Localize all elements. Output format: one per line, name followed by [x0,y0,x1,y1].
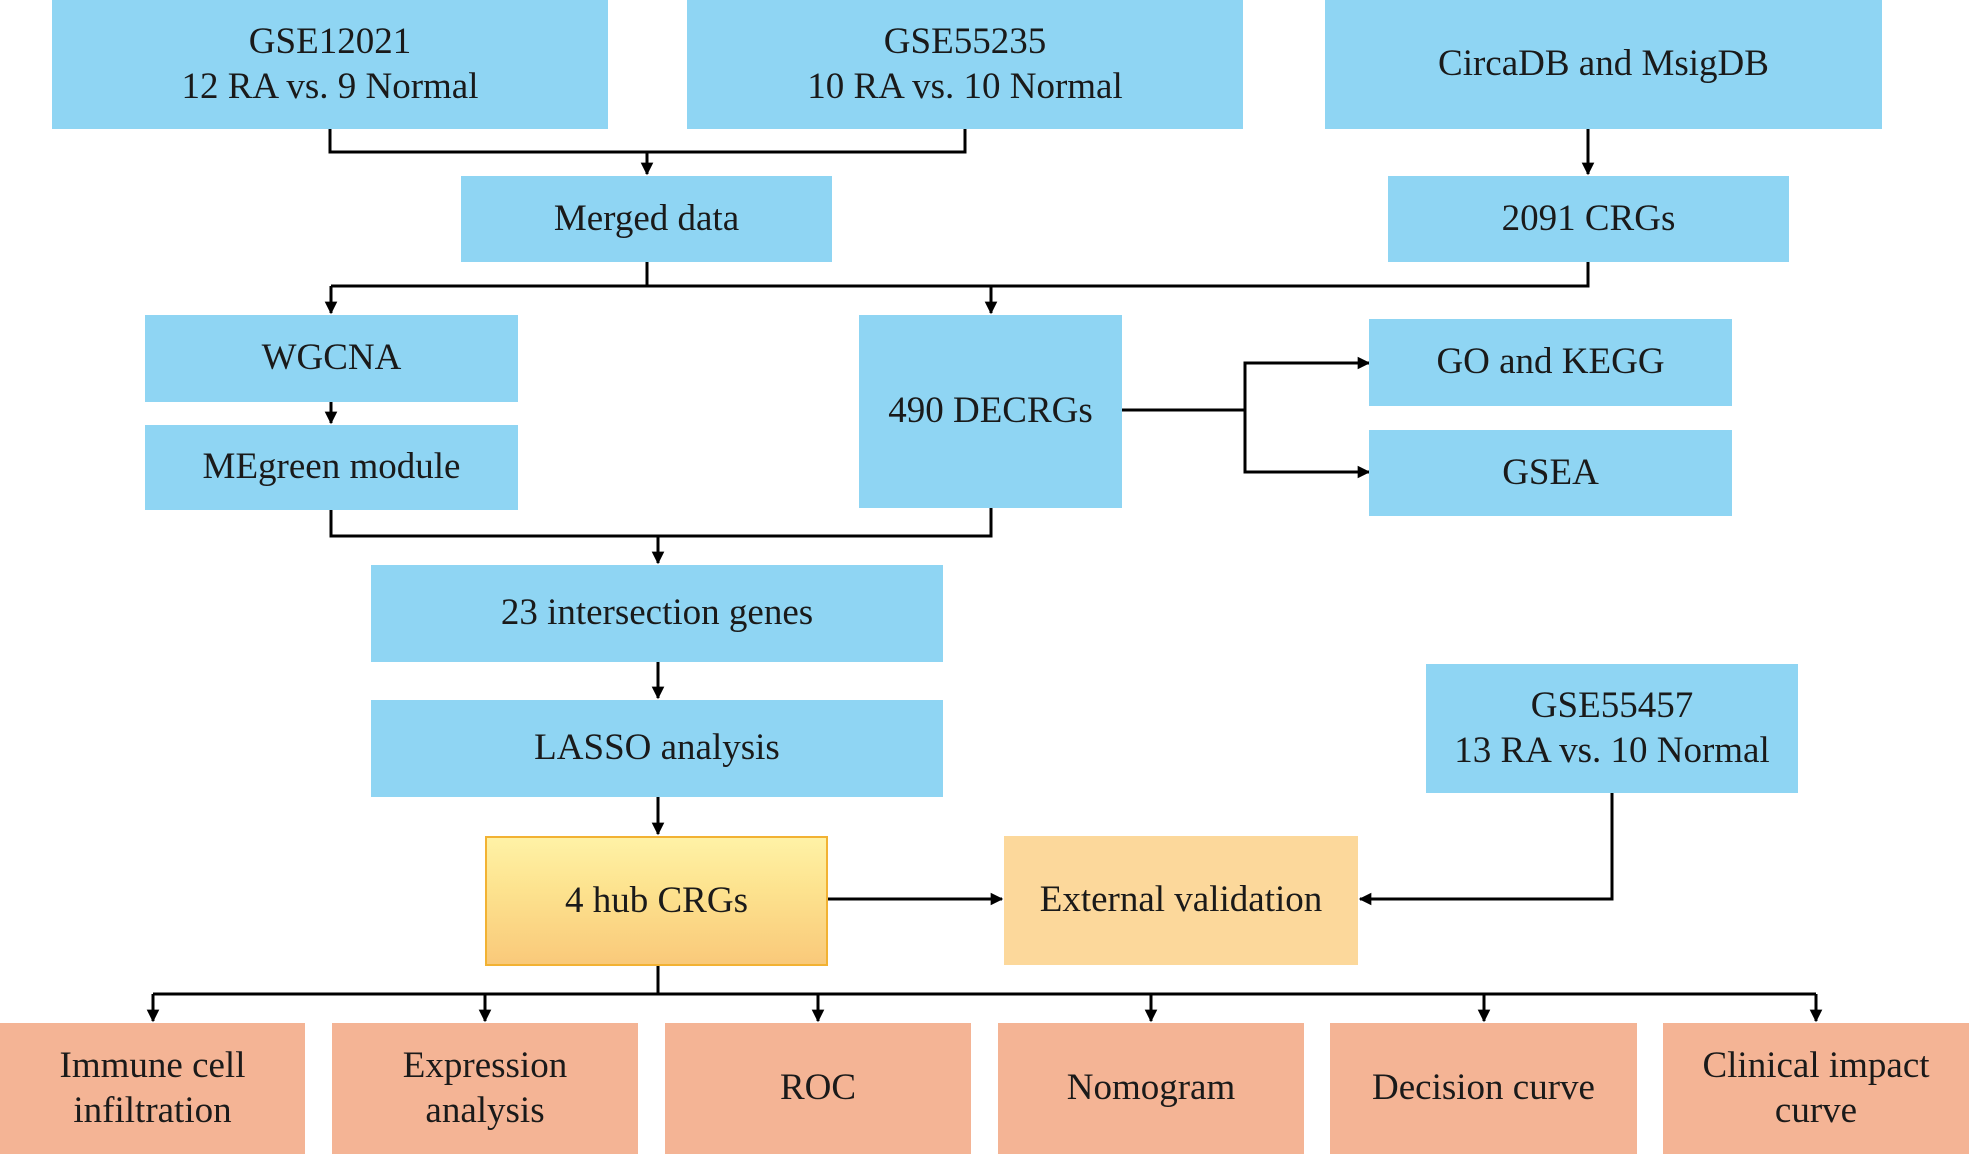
node-label-line: External validation [1039,879,1323,921]
node-490-decrgs: 490 DECRGs [859,315,1122,508]
node-label-line: 23 intersection genes [500,592,814,634]
node-label-line: GSEA [1502,451,1599,493]
node-label-line: Expression [402,1045,568,1087]
node-roc: ROC [665,1023,971,1154]
node-label-line: ROC [779,1067,857,1109]
edge-megreen-decrgs-join [329,508,993,538]
node-circadb-msigdb: CircaDB and MsigDB [1325,0,1882,129]
edge-crgs-bus [331,262,1590,288]
node-external-validation: External validation [1004,836,1358,965]
node-wgcna: WGCNA [145,315,518,402]
node-lasso-analysis: LASSO analysis [371,700,943,797]
node-label-line: 10 RA vs. 10 Normal [807,65,1123,107]
node-label-line: 2091 CRGs [1501,197,1676,239]
node-2091-crgs: 2091 CRGs [1388,176,1789,262]
node-label-line: MEgreen module [202,446,461,488]
edge-split-gsea [1243,410,1371,479]
edge-gse12021-merged [328,129,967,154]
node-label-line: LASSO analysis [534,727,780,769]
node-label-line: Decision curve [1372,1067,1595,1109]
node-23-intersection-genes: 23 intersection genes [371,565,943,662]
node-label-line: Nomogram [1066,1067,1236,1109]
node-megreen-module: MEgreen module [145,425,518,510]
node-label-line: GSE55235 [883,21,1047,63]
edge-split-gokegg [1243,356,1371,472]
node-label-line: 490 DECRGs [888,390,1093,432]
node-label-line: Clinical impact [1702,1045,1930,1087]
node-decision-curve: Decision curve [1330,1023,1637,1154]
node-4-hub-crgs: 4 hub CRGs [485,836,828,966]
node-label-line: infiltration [73,1089,232,1131]
node-nomogram: Nomogram [998,1023,1304,1154]
node-label-line: 4 hub CRGs [565,879,748,921]
node-label-line: WGCNA [261,337,402,379]
node-label-line: 13 RA vs. 10 Normal [1454,729,1770,771]
node-label-line: GSE12021 [248,21,412,63]
node-label-line: Merged data [553,197,740,239]
node-label-line: Immune cell [59,1045,246,1087]
node-gsea: GSEA [1369,430,1732,516]
node-label-line: GO and KEGG [1436,341,1665,383]
node-label-line: GSE55457 [1530,685,1694,727]
node-go-kegg: GO and KEGG [1369,319,1732,406]
node-label-line: 12 RA vs. 9 Normal [181,65,479,107]
node-merged-data: Merged data [461,176,832,262]
edge-gse55457-external [1358,793,1614,906]
node-label-line: analysis [425,1089,545,1131]
node-label-line: CircaDB and MsigDB [1438,43,1769,85]
node-label-line: curve [1774,1089,1858,1131]
